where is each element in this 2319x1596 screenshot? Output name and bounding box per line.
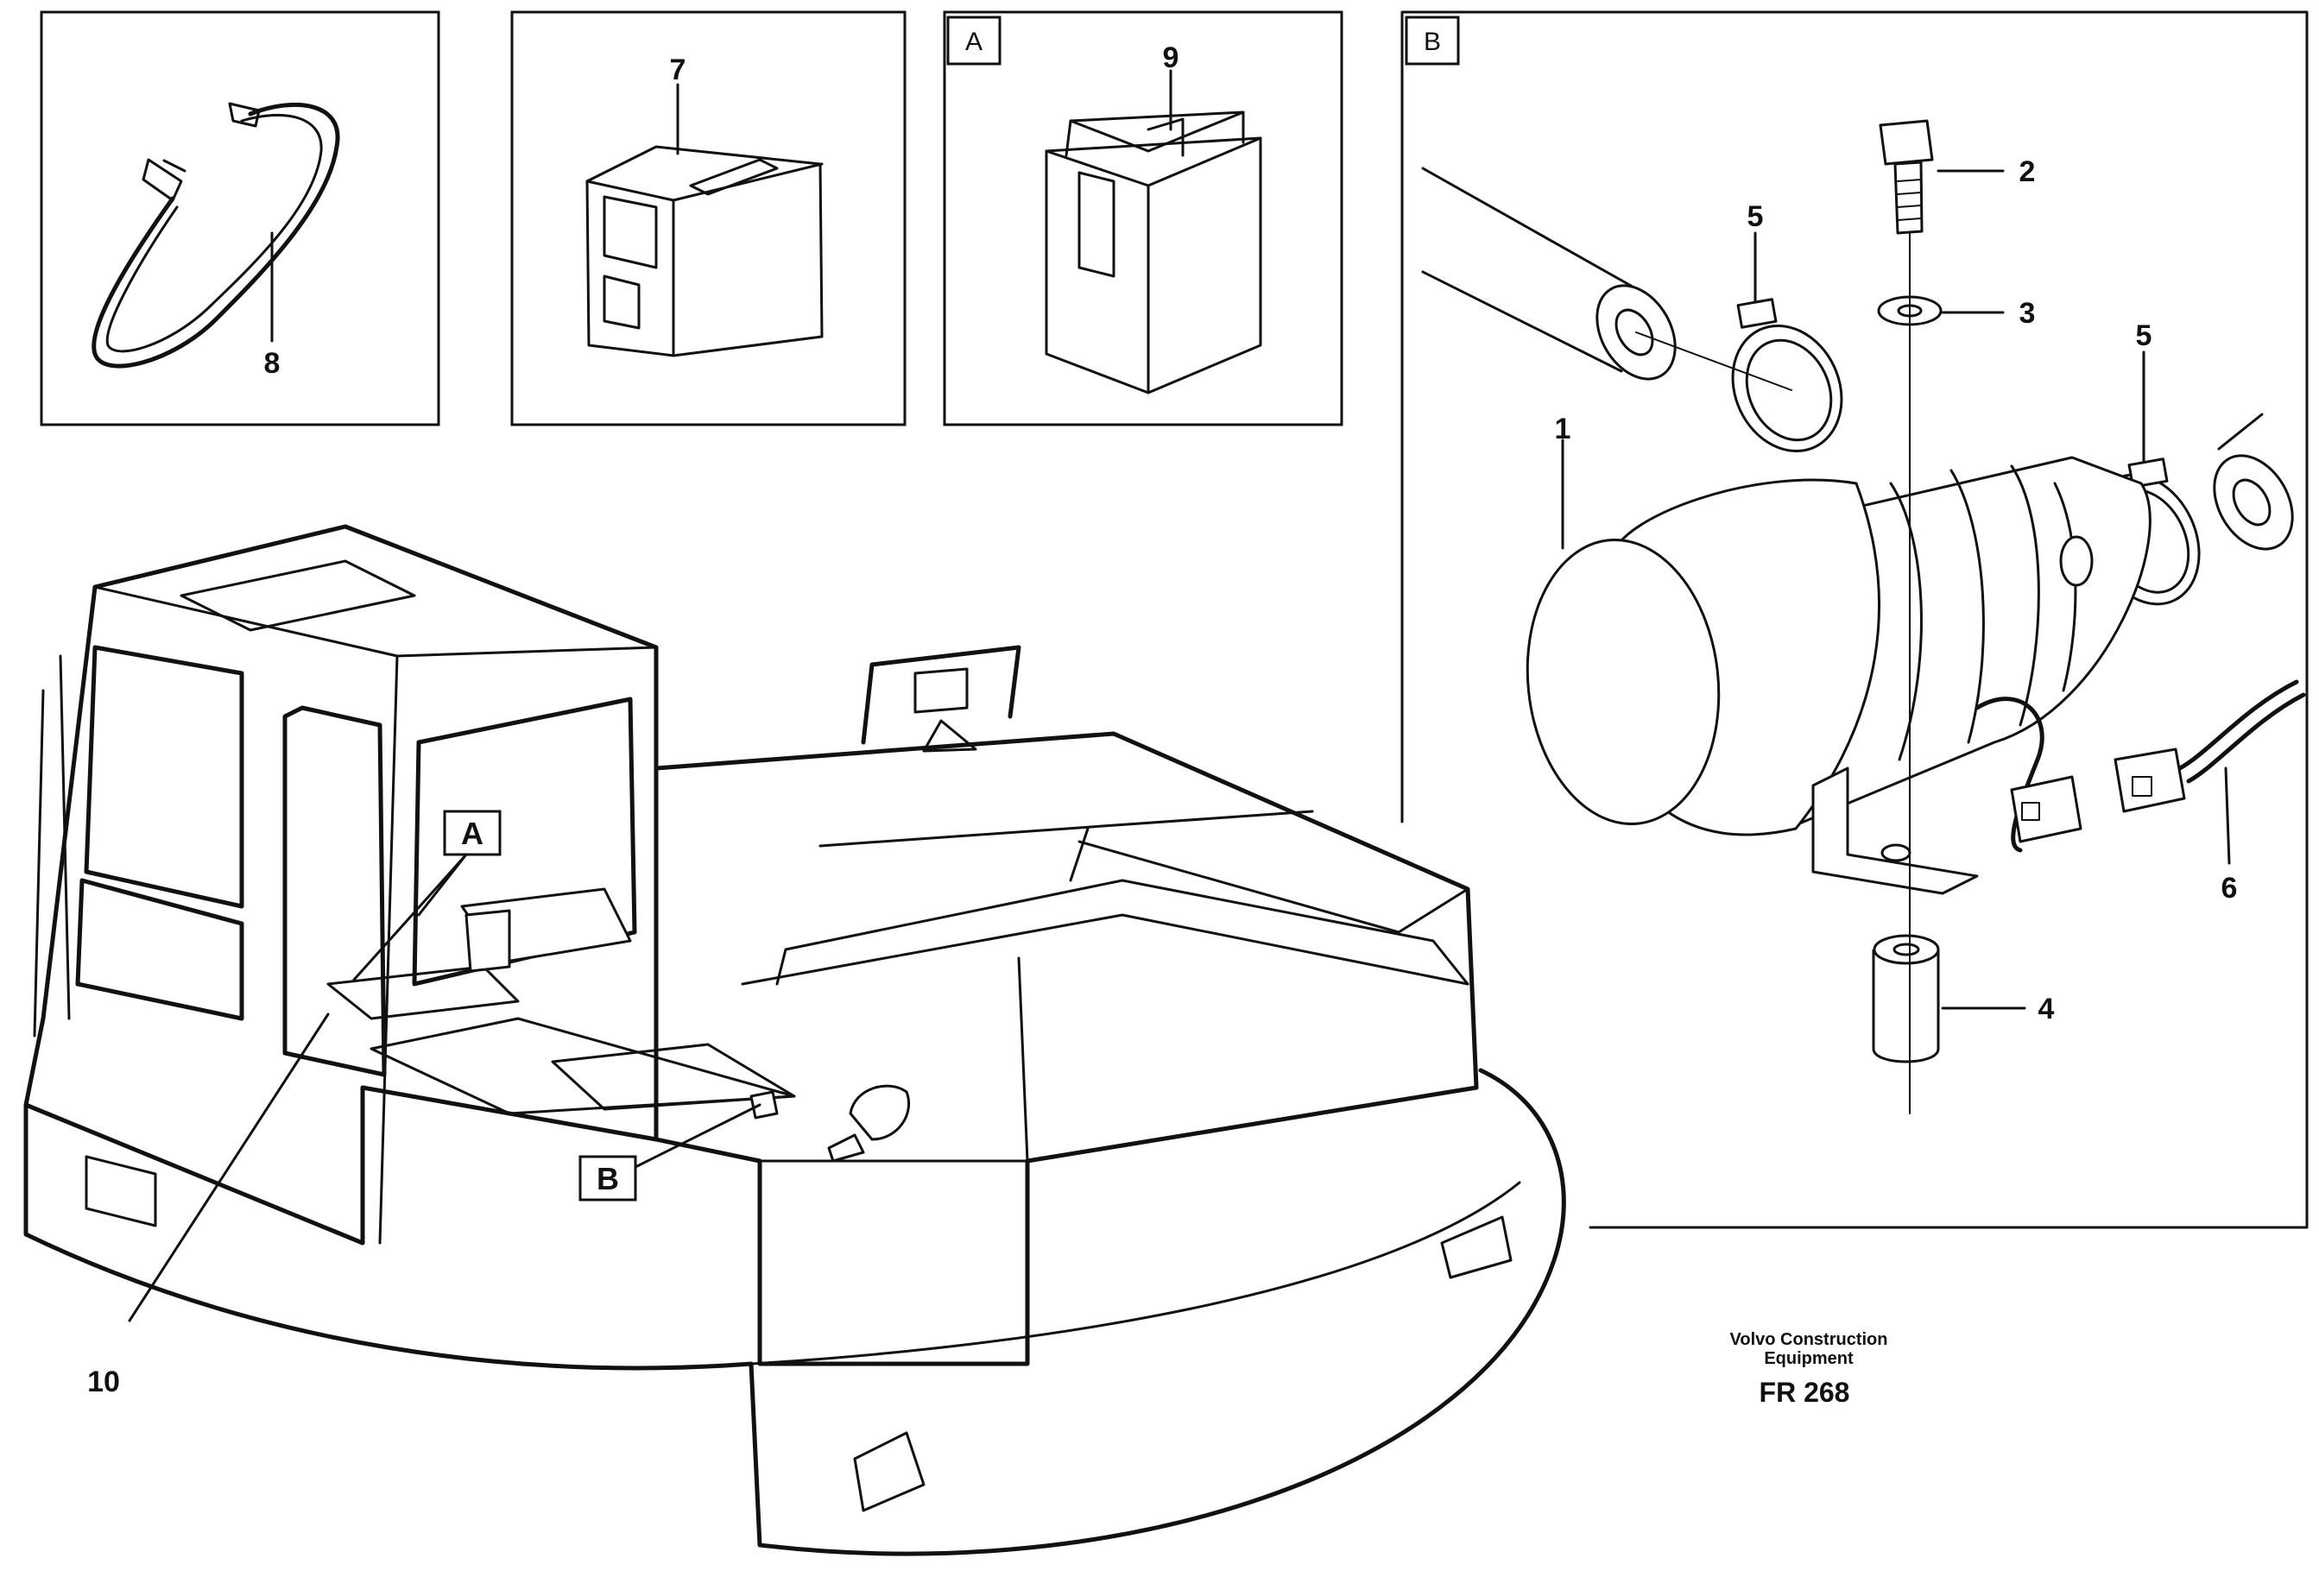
hose-clamp-left xyxy=(1731,298,1843,453)
callout-10: 10 xyxy=(87,1366,120,1398)
detail-b-tag: B xyxy=(1424,28,1441,56)
callout-3: 3 xyxy=(2019,297,2036,330)
panel-frame xyxy=(40,10,440,426)
leader-line xyxy=(634,1103,761,1169)
callout-9: 9 xyxy=(1163,41,1179,74)
leader-line xyxy=(2224,766,2231,865)
callout-1: 1 xyxy=(1555,413,1571,445)
cable-tie-illustration xyxy=(92,102,340,369)
mounting-bracket xyxy=(1811,766,1979,895)
manufacturer-line-1: Volvo Construction xyxy=(1730,1330,1888,1349)
figure-id: FR 268 xyxy=(1760,1377,1850,1408)
fuel-pump xyxy=(1526,456,2152,836)
callout-5-left: 5 xyxy=(1747,200,1764,233)
callout-7: 7 xyxy=(670,54,686,86)
location-b-label: B xyxy=(597,1161,619,1196)
figure-footer: Volvo Construction Equipment FR 268 xyxy=(1730,1330,1888,1408)
callout-4: 4 xyxy=(2038,993,2055,1025)
callout-5-right: 5 xyxy=(2136,319,2152,352)
location-b-tag-box xyxy=(578,1155,637,1202)
panel-detail-a: A 9 xyxy=(943,10,1343,426)
bolt xyxy=(1879,119,1934,235)
detail-a-tag-box xyxy=(946,16,1002,66)
panel-frame xyxy=(1400,10,2309,1229)
connector-illustration xyxy=(585,145,824,357)
location-a-tag-box xyxy=(443,810,502,856)
relay-illustration xyxy=(1045,110,1262,394)
excavator-overview: A B 10 xyxy=(23,524,1566,1556)
callout-8: 8 xyxy=(264,347,281,380)
detail-a-tag: A xyxy=(965,28,983,56)
panel-connector: 7 xyxy=(510,10,907,426)
location-a-label: A xyxy=(461,816,483,851)
panel-cable-tie: 8 xyxy=(40,10,440,426)
assembly-axis xyxy=(1635,331,1792,391)
manufacturer-line-2: Equipment xyxy=(1764,1349,1854,1368)
hose-right xyxy=(2213,413,2294,551)
leader-line xyxy=(417,853,468,917)
pump-wiring xyxy=(1975,679,2306,853)
panel-detail-b: B xyxy=(1400,10,2309,1229)
leader-line xyxy=(128,1012,330,1322)
detail-b-tag-box xyxy=(1405,16,1460,66)
hose-left xyxy=(1421,167,1677,381)
leader-line xyxy=(352,853,468,981)
callout-6: 6 xyxy=(2221,872,2238,905)
callout-2: 2 xyxy=(2019,155,2036,188)
spacer xyxy=(1872,934,1940,1063)
